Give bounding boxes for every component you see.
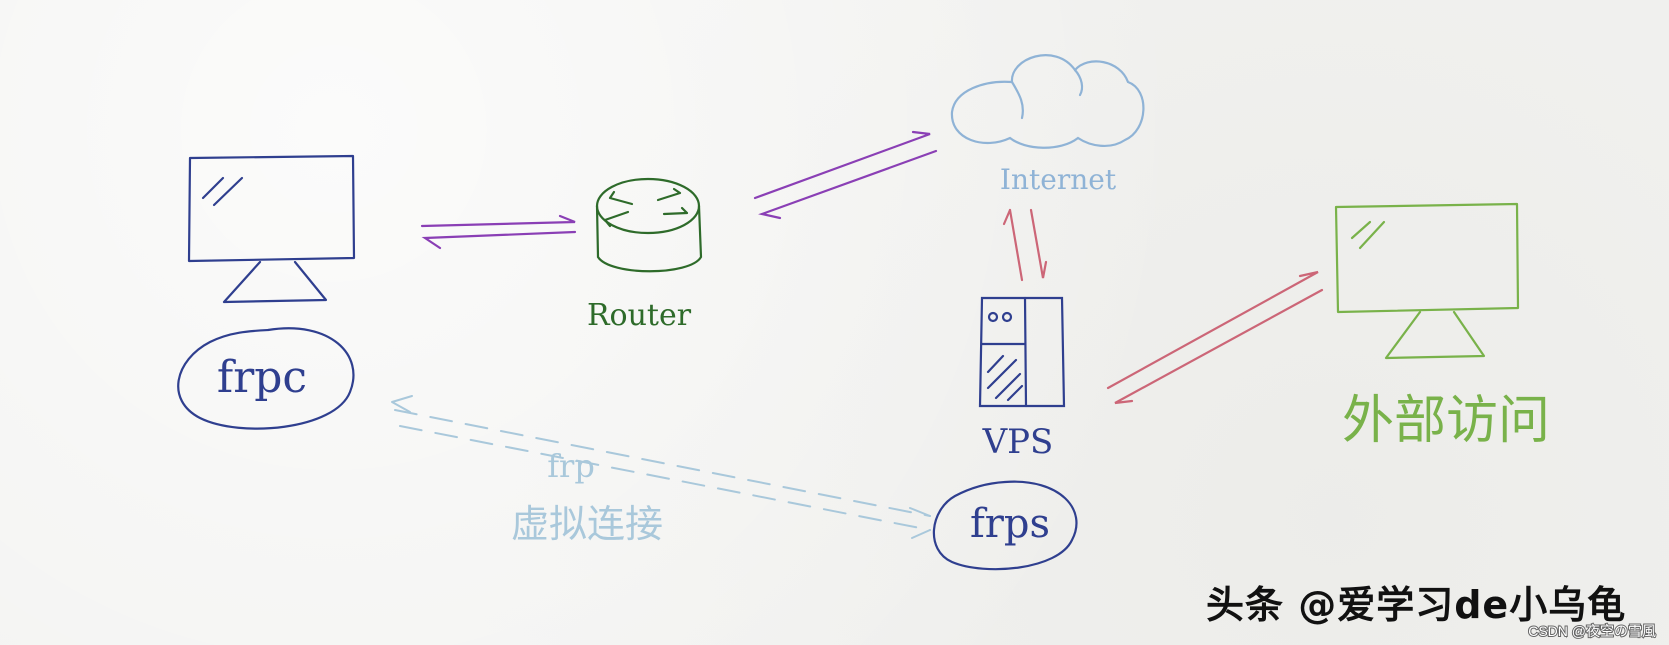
client-router-arrows [420,214,577,250]
client-computer-icon [187,154,356,304]
vps-label: VPS [982,422,1054,462]
frp-virtual-label-line2: 虚拟连接 [511,502,663,546]
csdn-watermark: CSDN @夜空の雪風 [1528,623,1656,639]
router-internet-arrows [753,130,938,220]
frp-virtual-connection [391,395,931,539]
router-icon [595,177,703,273]
vps-external-arrows [1106,270,1324,405]
external-computer-icon [1334,202,1520,360]
external-access-label: 外部访问 [1342,391,1550,451]
frpc-label: frpc [217,352,307,403]
toutiao-watermark: 头条 @爱学习de小乌龟 [1206,583,1626,627]
frps-bubble: frps [932,480,1078,571]
router-label: Router [587,298,692,333]
frps-label: frps [970,501,1050,547]
vps-server-icon [978,296,1066,408]
internet-label: Internet [1000,163,1117,196]
internet-cloud-icon [950,54,1145,149]
internet-vps-arrows [1002,208,1048,282]
frp-virtual-label-line1: frp [547,447,595,485]
frpc-bubble: frpc [177,327,355,430]
